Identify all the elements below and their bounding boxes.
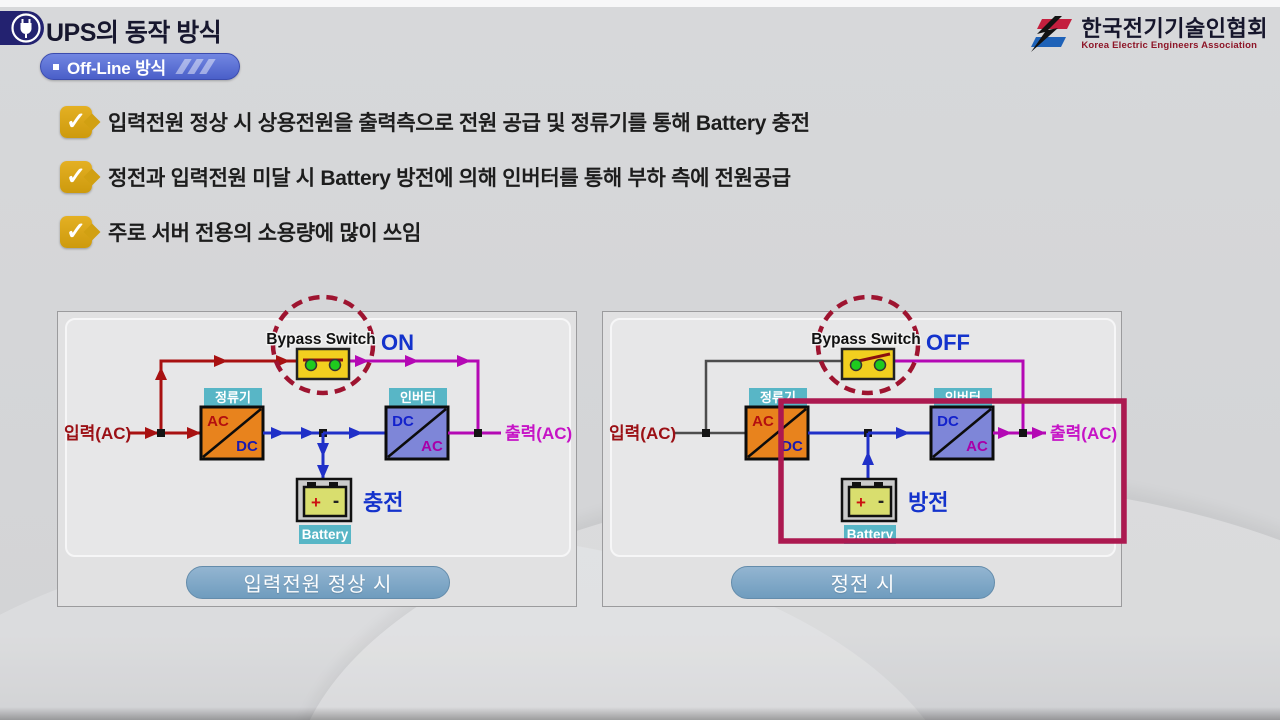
input-label: 입력(AC) (64, 424, 131, 443)
rectifier-dc-label: DC (781, 438, 803, 455)
rectifier-dc-label: DC (236, 438, 258, 455)
caption-blackout: 정전 시 (731, 566, 995, 599)
inverter-dc-label: DC (392, 413, 414, 430)
inverter-ac-label: AC (421, 438, 443, 455)
ups-diagram-blackout: 입력(AC) 정류기 AC DC 인버터 (609, 294, 1127, 544)
bottom-shadow (0, 707, 1280, 720)
top-strip (0, 0, 1280, 7)
rectifier-block: 정류기 AC DC (744, 388, 810, 461)
checkmark-icon: ✓ (60, 106, 92, 138)
dc-bus (808, 427, 931, 479)
bullet-row-1: ✓ 입력전원 정상 시 상용전원을 출력측으로 전원 공급 및 정류기를 통해 … (60, 106, 810, 138)
output-label: 출력(AC) (505, 424, 572, 443)
bullet-row-2: ✓ 정전과 입력전원 미달 시 Battery 방전에 의해 인버터를 통해 부… (60, 161, 791, 193)
bullet-row-3: ✓ 주로 서버 전용의 소용량에 많이 쓰임 (60, 216, 421, 248)
offline-method-badge: Off-Line 방식 (40, 53, 240, 80)
logo-name-english: Korea Electric Engineers Association (1081, 39, 1258, 51)
badge-bullet-square (53, 63, 59, 70)
dc-bus (263, 427, 386, 479)
bypass-state: OFF (926, 330, 970, 355)
checkmark-icon: ✓ (60, 216, 92, 248)
inverter-ac-label: AC (966, 438, 988, 455)
inverter-title: 인버터 (400, 390, 436, 405)
badge-slashes-decoration (175, 59, 216, 74)
battery-plus: + (856, 493, 866, 512)
output-line (993, 427, 1046, 439)
bypass-switch (840, 347, 896, 381)
association-logo-icon (1031, 16, 1073, 52)
battery-block: + - Battery (295, 477, 353, 544)
association-logo: 한국전기기술인협회 Korea Electric Engineers Assoc… (1025, 16, 1268, 52)
inverter-block: 인버터 DC AC (384, 388, 450, 461)
input-label: 입력(AC) (609, 424, 676, 443)
battery-action: 방전 (908, 490, 948, 515)
battery-title: Battery (302, 527, 349, 542)
power-plug-icon (11, 13, 41, 43)
bypass-highlight-circle (270, 294, 376, 396)
bullet-text-3: 주로 서버 전용의 소용량에 많이 쓰임 (108, 222, 421, 245)
rectifier-ac-label: AC (207, 413, 229, 430)
bullet-text-1: 입력전원 정상 시 상용전원을 출력측으로 전원 공급 및 정류기를 통해 Ba… (108, 112, 810, 135)
battery-minus: - (878, 491, 884, 512)
battery-block: + - Battery (840, 477, 898, 544)
caption-normal: 입력전원 정상 시 (186, 566, 450, 599)
page-title: UPS의 동작 방식 (46, 19, 222, 47)
input-line (130, 427, 201, 439)
rectifier-title: 정류기 (215, 390, 251, 405)
bypass-state: ON (381, 330, 414, 355)
bypass-highlight-circle (815, 294, 921, 396)
checkmark-icon: ✓ (60, 161, 92, 193)
output-label: 출력(AC) (1050, 424, 1117, 443)
discharge-path-highlight-box (778, 398, 1127, 544)
bullet-text-2: 정전과 입력전원 미달 시 Battery 방전에 의해 인버터를 통해 부하 … (108, 167, 791, 190)
output-line (448, 429, 501, 437)
battery-plus: + (311, 493, 321, 512)
inverter-dc-label: DC (937, 413, 959, 430)
rectifier-block: 정류기 AC DC (199, 388, 265, 461)
bypass-switch-label: Bypass Switch (266, 331, 375, 348)
battery-minus: - (333, 491, 339, 512)
input-line (675, 429, 746, 437)
diagram-panel-blackout: 입력(AC) 정류기 AC DC 인버터 (602, 294, 1127, 607)
rectifier-ac-label: AC (752, 413, 774, 430)
badge-label: Off-Line 방식 (67, 59, 166, 78)
ups-diagram-normal: 입력(AC) 정류기 AC DC (64, 294, 572, 544)
bypass-path (155, 355, 480, 433)
battery-action: 충전 (363, 490, 403, 515)
bypass-switch-label: Bypass Switch (811, 331, 920, 348)
diagram-panel-normal: 입력(AC) 정류기 AC DC (57, 294, 577, 607)
logo-name-korean: 한국전기기술인협회 (1081, 16, 1268, 42)
bypass-path (704, 359, 1025, 433)
bypass-switch (295, 347, 351, 381)
